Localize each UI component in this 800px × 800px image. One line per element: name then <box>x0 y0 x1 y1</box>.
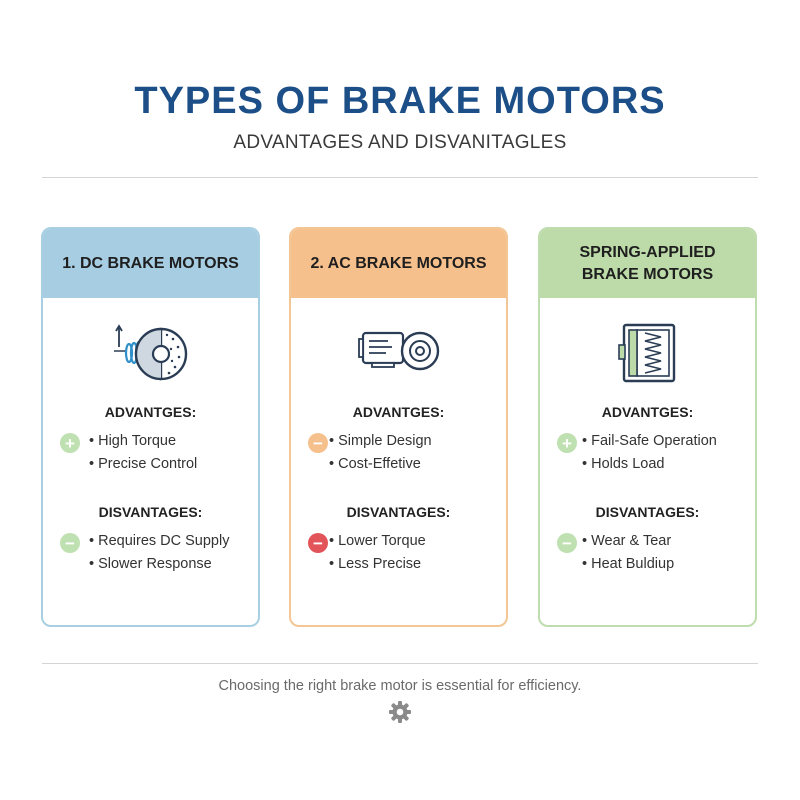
disadvantages-heading: DISVANTAGES: <box>346 504 451 520</box>
list-item: • Precise Control <box>89 456 198 472</box>
list-item: • Fail-Safe Operation <box>582 433 717 449</box>
plus-icon: + <box>60 433 80 453</box>
card-dc-brake-motors: 1. DC BRAKE MOTORS ADVANTGES: + • High <box>41 227 260 627</box>
divider-top <box>42 177 758 178</box>
page-title: TYPES OF BRAKE MOTORS <box>134 80 666 122</box>
advantages-heading: ADVANTGES: <box>104 404 197 420</box>
minus-icon: − <box>60 533 80 553</box>
disadvantages-heading: DISVANTAGES: <box>98 504 203 520</box>
card-title: 2. AC BRAKE MOTORS <box>291 229 506 298</box>
list-item: • Requires DC Supply <box>89 533 230 549</box>
plus-icon: + <box>557 433 577 453</box>
page-subtitle: ADVANTAGES AND DISVANITAGLES <box>233 132 567 153</box>
disc-brake-coil-icon <box>113 324 187 381</box>
card-spring-applied-brake-motors: SPRING-APPLIED BRAKE MOTORS ADVANTGES: +… <box>538 227 757 627</box>
disadvantages-heading: DISVANTAGES: <box>595 504 700 520</box>
advantages-heading: ADVANTGES: <box>352 404 445 420</box>
list-item: • Simple Design <box>329 433 432 449</box>
minus-icon: − <box>557 533 577 553</box>
list-item: • High Torque <box>89 433 177 449</box>
list-item: • Less Precise <box>329 556 422 572</box>
card-title: 1. DC BRAKE MOTORS <box>43 229 258 298</box>
minus-icon: − <box>308 533 328 553</box>
list-item: • Heat Buldiup <box>582 556 675 572</box>
gear-icon <box>389 701 411 723</box>
list-item: • Holds Load <box>582 456 665 472</box>
list-item: • Wear & Tear <box>582 533 672 549</box>
spring-brake-icon <box>617 323 675 383</box>
list-item: • Slower Response <box>89 556 212 572</box>
card-ac-brake-motors: 2. AC BRAKE MOTORS ADVANTGES: − • Simple… <box>289 227 508 627</box>
card-title: SPRING-APPLIED BRAKE MOTORS <box>540 229 755 298</box>
divider-bottom <box>42 663 758 664</box>
ac-motor-disc-icon <box>357 331 439 371</box>
footer-text: Choosing the right brake motor is essent… <box>218 678 582 694</box>
minus-icon: − <box>308 433 328 453</box>
advantages-heading: ADVANTGES: <box>601 404 694 420</box>
list-item: • Cost-Effetive <box>329 456 421 472</box>
list-item: • Lower Torque <box>329 533 426 549</box>
